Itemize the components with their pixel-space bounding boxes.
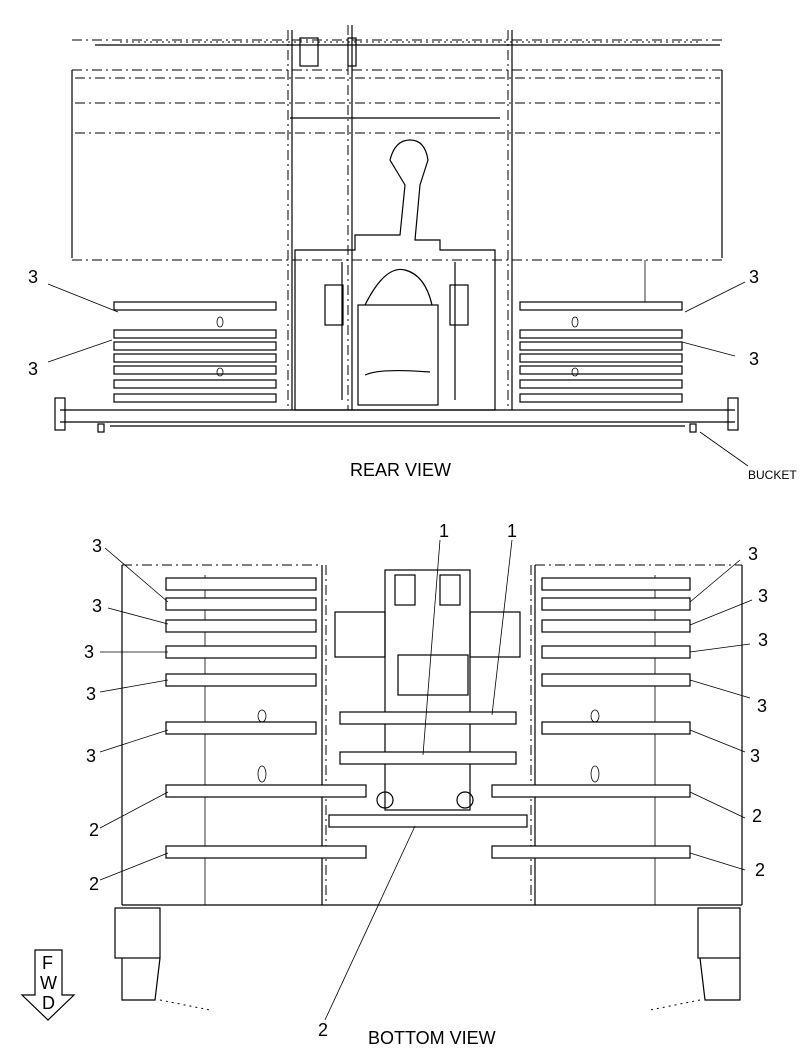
callout-label: 3 — [84, 642, 94, 662]
callout-label: 3 — [757, 696, 767, 716]
callout-label: 1 — [507, 521, 517, 541]
callout-label: 2 — [318, 1020, 328, 1040]
callout-label: 2 — [89, 874, 99, 894]
callout-label: 3 — [28, 267, 38, 287]
callout-label: 2 — [755, 860, 765, 880]
callout-label: 3 — [92, 536, 102, 556]
callout-label: 3 — [28, 359, 38, 379]
callout-label: 3 — [758, 586, 768, 606]
fwd-letter: F — [42, 953, 53, 973]
callout-label: 3 — [86, 684, 96, 704]
callout-label: 3 — [748, 544, 758, 564]
callout-label: 1 — [439, 521, 449, 541]
callout-label: 3 — [749, 349, 759, 369]
rear-view-title: REAR VIEW — [350, 460, 451, 480]
fwd-arrow-icon: F W D — [20, 949, 76, 1021]
bucket-label: BUCKET — [748, 468, 797, 482]
fwd-letter: D — [42, 993, 55, 1013]
callout-label: 3 — [86, 746, 96, 766]
callout-label: 3 — [749, 267, 759, 287]
bottom-view-title: BOTTOM VIEW — [368, 1028, 496, 1048]
callout-label: 3 — [92, 596, 102, 616]
callout-label: 2 — [752, 806, 762, 826]
fwd-letter: W — [40, 973, 57, 993]
callout-label: 3 — [758, 630, 768, 650]
bottom-view: 3 3 3 3 3 2 2 3 3 3 3 3 2 2 1 1 2 BOTTOM… — [84, 521, 768, 1048]
callout-label: 2 — [89, 820, 99, 840]
rear-view: 3 3 3 3 BUCKET REAR VIEW — [28, 25, 797, 482]
callout-label: 3 — [750, 746, 760, 766]
